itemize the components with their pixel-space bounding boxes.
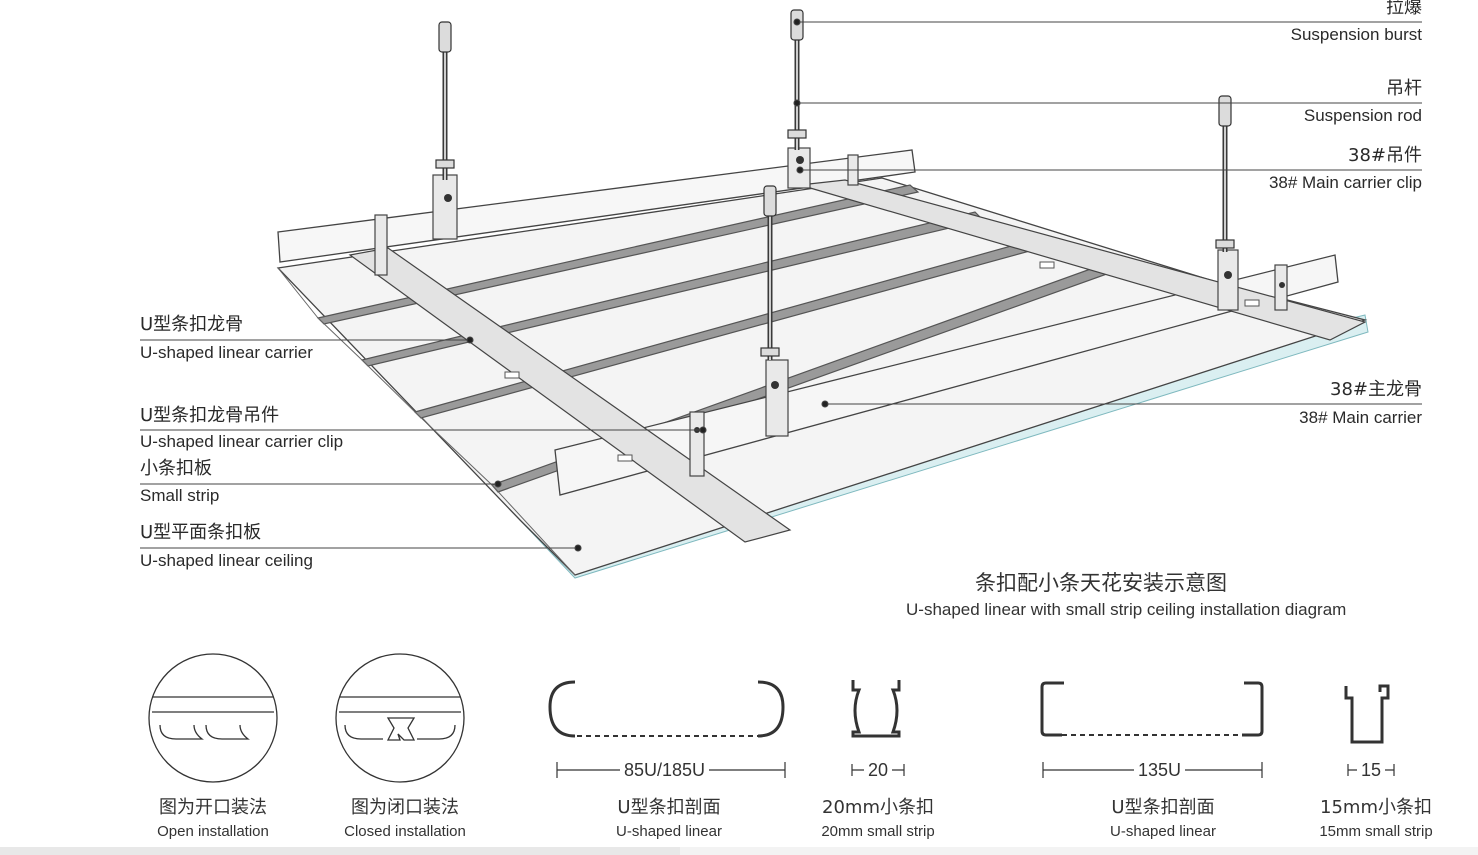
open-installation-detail <box>148 653 278 783</box>
dim-85u-185u: 85U/185U <box>620 760 710 781</box>
u-profile-135u <box>1040 681 1264 737</box>
label-small-strip-en: Small strip <box>140 486 220 505</box>
leader-lines <box>140 18 1422 552</box>
bottom-scroll-strip <box>0 847 1478 855</box>
caption-open-en: Open installation <box>157 823 269 840</box>
label-linear-carrier-clip-en: U-shaped linear carrier clip <box>140 432 344 451</box>
label-linear-carrier-clip-zh: U型条扣龙骨吊件 <box>140 405 280 426</box>
label-linear-carrier-zh: U型条扣龙骨 <box>140 314 244 335</box>
caption-15mm-zh: 15mm小条扣 <box>1320 797 1432 818</box>
dim-135u: 135U <box>1134 760 1186 781</box>
dim-20: 20 <box>864 760 893 781</box>
label-main-carrier-en: 38# Main carrier <box>1299 408 1422 427</box>
closed-installation-detail <box>335 653 465 783</box>
label-linear-ceiling-en: U-shaped linear ceiling <box>140 551 313 570</box>
caption-u135-en: U-shaped linear <box>1110 823 1216 840</box>
label-suspension-rod-en: Suspension rod <box>1303 106 1422 125</box>
caption-closed-zh: 图为闭口装法 <box>351 797 459 818</box>
label-suspension-burst-zh: 拉爆 <box>1386 0 1422 18</box>
diagram-title-en: U-shaped linear with small strip ceiling… <box>906 600 1347 619</box>
caption-u135-zh: U型条扣剖面 <box>1111 797 1215 818</box>
u-profile-85u-185u <box>548 680 785 738</box>
dim-15: 15 <box>1357 760 1386 781</box>
label-main-carrier-clip-en: 38# Main carrier clip <box>1268 173 1422 192</box>
diagram-title-zh: 条扣配小条天花安装示意图 <box>975 571 1227 595</box>
caption-u85-zh: U型条扣剖面 <box>617 797 721 818</box>
label-suspension-rod-zh: 吊杆 <box>1386 78 1422 99</box>
caption-open-zh: 图为开口装法 <box>159 797 267 818</box>
strip-15mm-profile <box>1344 684 1390 744</box>
caption-u85-en: U-shaped linear <box>616 823 722 840</box>
label-linear-ceiling-zh: U型平面条扣板 <box>140 522 262 543</box>
label-main-carrier-clip-zh: 38#吊件 <box>1348 145 1422 166</box>
label-small-strip-zh: 小条扣板 <box>140 458 212 479</box>
label-main-carrier-zh: 38#主龙骨 <box>1330 379 1422 400</box>
main-carrier-38 <box>554 254 1339 496</box>
caption-closed-en: Closed installation <box>344 823 466 840</box>
carrier-clips <box>374 147 1288 477</box>
strip-20mm-profile <box>851 680 901 738</box>
caption-15mm-en: 15mm small strip <box>1319 823 1433 840</box>
label-linear-carrier-en: U-shaped linear carrier <box>140 343 313 362</box>
caption-20mm-zh: 20mm小条扣 <box>822 797 934 818</box>
caption-20mm-en: 20mm small strip <box>821 823 935 840</box>
label-suspension-burst-en: Suspension burst <box>1290 25 1422 44</box>
